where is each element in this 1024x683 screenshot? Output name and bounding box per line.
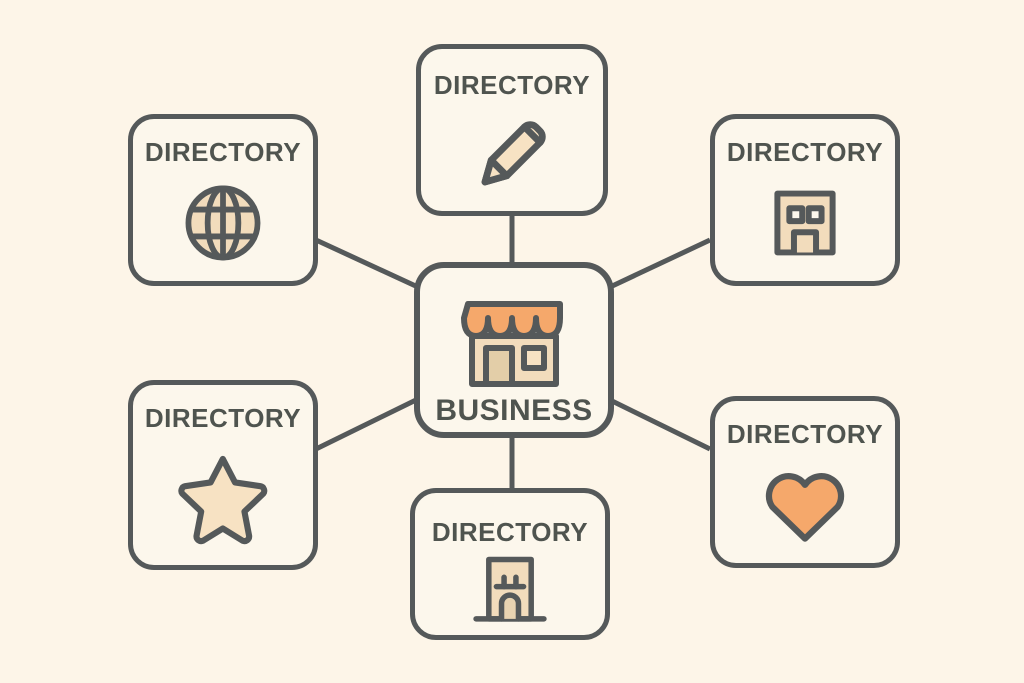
pencil-icon [460, 98, 564, 211]
connector-globe-to-business [314, 237, 422, 291]
directory-node-pencil[interactable]: DIRECTORY [416, 44, 608, 216]
center-node-label: BUSINESS [435, 394, 593, 427]
heart-icon [757, 447, 853, 563]
directory-node-label: DIRECTORY [144, 403, 302, 433]
connector-heart-to-business [606, 396, 712, 452]
directory-node-shop[interactable]: DIRECTORY [410, 488, 610, 640]
directory-node-label: DIRECTORY [144, 137, 302, 167]
directory-node-label: DIRECTORY [726, 137, 884, 167]
shop-building-icon [467, 545, 553, 635]
directory-node-globe[interactable]: DIRECTORY [128, 114, 318, 286]
directory-node-building[interactable]: DIRECTORY [710, 114, 900, 286]
directory-node-label: DIRECTORY [726, 419, 884, 449]
directory-node-heart[interactable]: DIRECTORY [710, 396, 900, 568]
directory-node-label: DIRECTORY [433, 70, 591, 100]
directory-node-label: DIRECTORY [431, 517, 589, 547]
storefront-icon [454, 286, 574, 390]
directory-node-star[interactable]: DIRECTORY [128, 380, 318, 570]
connector-building-to-business [606, 237, 712, 291]
connector-star-to-business [314, 396, 420, 452]
globe-icon [175, 165, 271, 281]
star-icon [173, 431, 273, 565]
center-node-business[interactable]: BUSINESS [414, 262, 614, 438]
office-building-icon [759, 165, 851, 281]
